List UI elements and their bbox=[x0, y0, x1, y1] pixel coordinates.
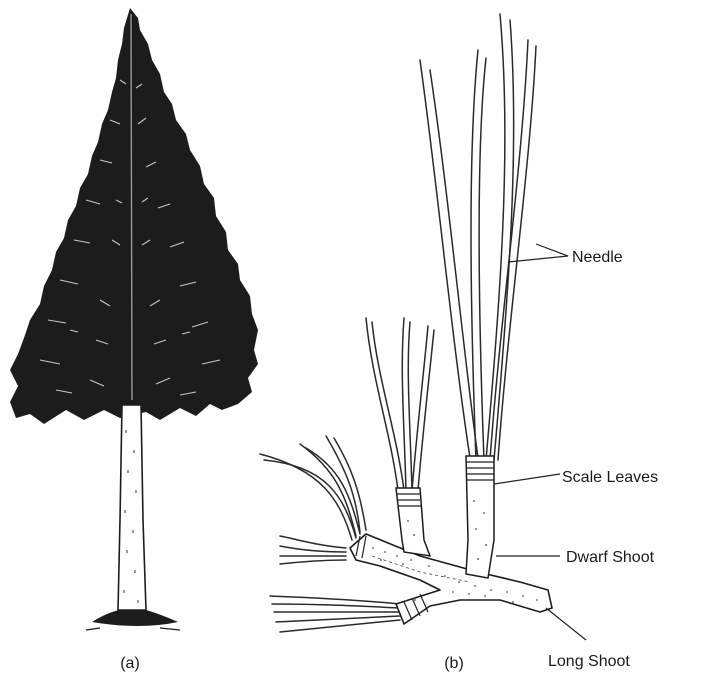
tree-trunk bbox=[118, 405, 146, 610]
pine-tree-illustration: (a) bbox=[10, 8, 258, 672]
scale-leaves-leader bbox=[494, 474, 560, 484]
tree-ground bbox=[92, 610, 178, 626]
long-shoot-leader bbox=[546, 608, 586, 640]
long-shoot-branch bbox=[350, 534, 552, 624]
shoot-illustration: Needle Scale Leaves Dwarf Shoot Long Sho… bbox=[260, 14, 658, 672]
long-shoot-label: Long Shoot bbox=[548, 653, 630, 670]
needle-cluster-middle bbox=[366, 318, 434, 490]
needle-cluster-tall bbox=[420, 14, 536, 460]
scale-leaves-label: Scale Leaves bbox=[562, 469, 658, 486]
dwarf-shoot-middle bbox=[396, 488, 430, 556]
needle-cluster-left-lower bbox=[280, 536, 346, 564]
ground-strokes bbox=[86, 628, 180, 630]
needle-cluster-bottom bbox=[270, 596, 400, 632]
needle-cluster-left-upper bbox=[260, 436, 366, 540]
panel-a-label: (a) bbox=[120, 655, 140, 672]
needle-label: Needle bbox=[572, 249, 623, 266]
panel-b-label: (b) bbox=[444, 655, 464, 672]
dwarf-shoot-label: Dwarf Shoot bbox=[566, 549, 655, 566]
